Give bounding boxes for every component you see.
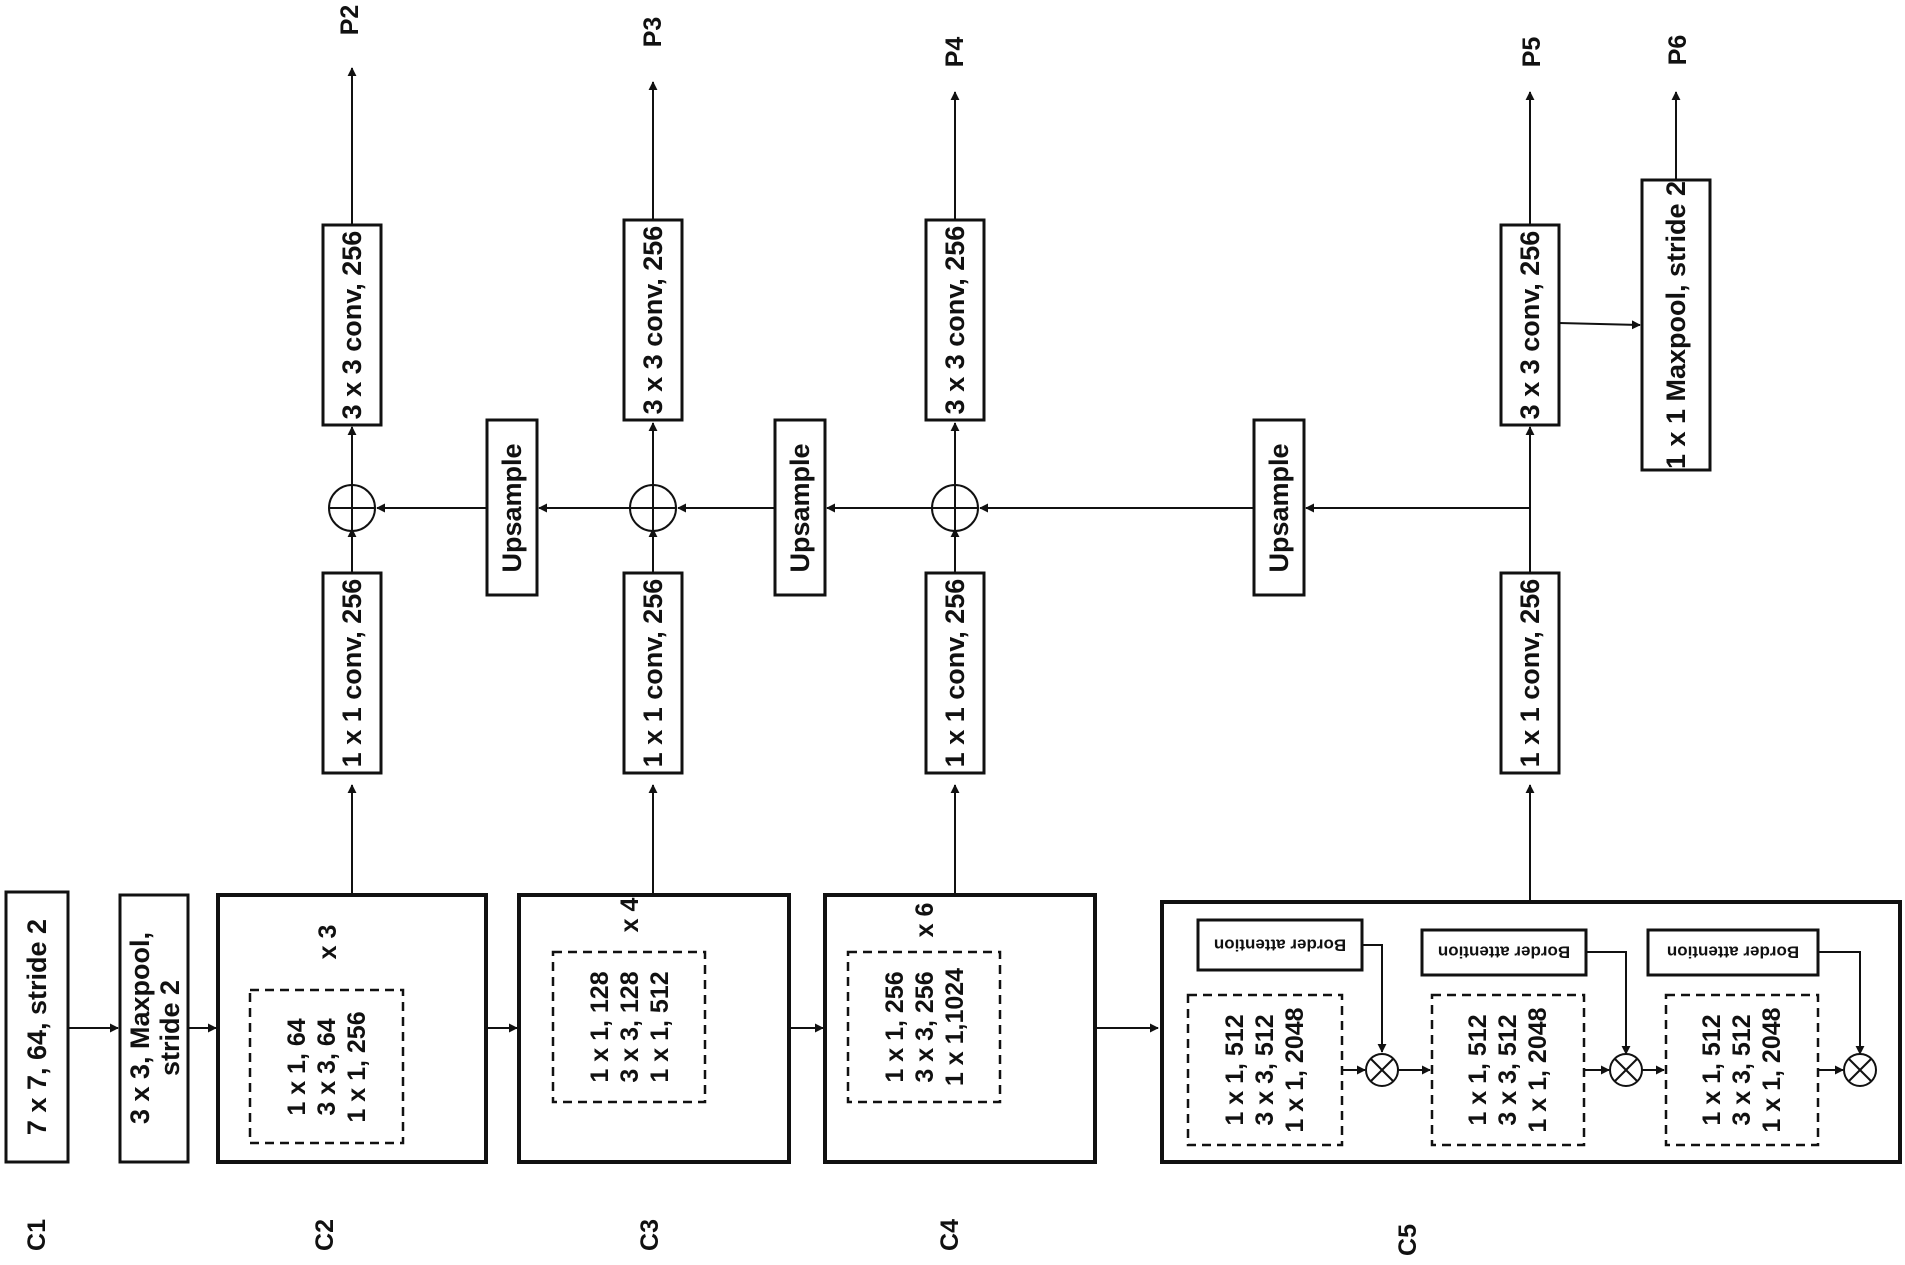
p2-output-conv-label: 3 x 3 conv, 256 [337,231,367,420]
arrow-p5-conv-to-p6-pool [1558,320,1641,330]
p6-maxpool-label: 1 x 1 Maxpool, stride 2 [1661,181,1691,469]
output-label-p2: P2 [336,5,364,36]
stage-label-c4: C4 [936,1219,964,1251]
c2-line3: 1 x 1, 256 [343,1011,371,1122]
p3-output-conv-box [622,218,684,422]
multiply-icon-2b [1614,1058,1638,1082]
output-label-p4: P4 [941,37,969,68]
c2-stage-box [216,893,488,1164]
upsample-label-2: Upsample [785,443,815,572]
stage-label-c5: C5 [1394,1224,1422,1256]
c3-lateral-conv-box [622,571,684,775]
p5-output-conv-label: 3 x 3 conv, 256 [1515,231,1545,420]
c5-b3-line1: 1 x 1, 512 [1698,1014,1726,1125]
maxpool-label-line2: stride 2 [155,980,185,1076]
c4-lateral-conv-label: 1 x 1 conv, 256 [940,579,970,768]
stage-label-c1: C1 [23,1219,51,1251]
c4-bottleneck-block [846,950,1002,1104]
p5-output-conv-box [1499,223,1561,427]
c5-b1-line3: 1 x 1, 2048 [1281,1007,1309,1132]
p4-output-conv-label: 3 x 3 conv, 256 [940,226,970,415]
multiply-icon-3b [1848,1058,1872,1082]
c3-repeat: x 4 [616,898,644,933]
c4-line3: 1 x 1,1024 [941,968,969,1086]
border-attention-box-3 [1646,928,1820,977]
c5-b2-line3: 1 x 1, 2048 [1524,1007,1552,1132]
c4-repeat: x 6 [911,903,939,938]
c2-line2: 3 x 3, 64 [313,1018,341,1115]
multiply-icon-1b [1370,1058,1394,1082]
c5-b3-line2: 3 x 3, 512 [1728,1014,1756,1125]
upsample-label-1: Upsample [497,443,527,572]
c5-b3-line3: 1 x 1, 2048 [1758,1007,1786,1132]
c3-bottleneck-block [551,950,707,1104]
c5-b1-line1: 1 x 1, 512 [1221,1014,1249,1125]
c3-lateral-conv-label: 1 x 1 conv, 256 [638,579,668,768]
c3-line1: 1 x 1, 128 [586,971,614,1082]
maxpool-box [118,893,190,1164]
border-attention-label-3: Border attention [1667,943,1799,962]
c2-bottleneck-block [248,988,405,1145]
c2-lateral-conv-box [321,571,383,775]
maxpool-label-line1: 3 x 3, Maxpool, [125,932,155,1124]
c4-line1: 1 x 1, 256 [881,971,909,1082]
output-label-p3: P3 [639,17,667,48]
c4-lateral-conv-box [924,571,986,775]
c1-conv-box [4,890,70,1164]
c1-conv-label: 7 x 7, 64, stride 2 [22,919,52,1135]
c5-lateral-conv-label: 1 x 1 conv, 256 [1515,579,1545,768]
c3-line2: 3 x 3, 128 [616,971,644,1082]
c4-line2: 3 x 3, 256 [911,971,939,1082]
c5-b2-line1: 1 x 1, 512 [1464,1014,1492,1125]
upsample-label-3: Upsample [1264,443,1294,572]
c3-line3: 1 x 1, 512 [646,971,674,1082]
stage-label-c3: C3 [636,1219,664,1251]
border-attention-box-2 [1420,928,1588,977]
p2-output-conv-box [321,223,383,427]
c5-b2-line2: 3 x 3, 512 [1494,1014,1522,1125]
p3-output-conv-label: 3 x 3 conv, 256 [638,226,668,415]
arrow-attention-2 [1586,951,1631,1055]
border-attention-box-1 [1196,918,1364,972]
c2-line1: 1 x 1, 64 [283,1018,311,1115]
p4-output-conv-box [924,218,986,422]
p6-maxpool-box [1640,178,1712,472]
c2-repeat: x 3 [314,925,342,960]
border-attention-label-1: Border attention [1214,936,1346,955]
arrow-attention-1 [1362,944,1387,1053]
c2-lateral-conv-label: 1 x 1 conv, 256 [337,579,367,768]
output-label-p6: P6 [1664,35,1692,66]
stage-label-c2: C2 [311,1219,339,1251]
output-label-p5: P5 [1518,37,1546,68]
arrow-attention-3 [1818,951,1865,1055]
border-attention-label-2: Border attention [1438,943,1570,962]
c5-b1-line2: 3 x 3, 512 [1251,1014,1279,1125]
c4-stage-box [823,893,1097,1164]
c3-stage-box [517,893,791,1164]
